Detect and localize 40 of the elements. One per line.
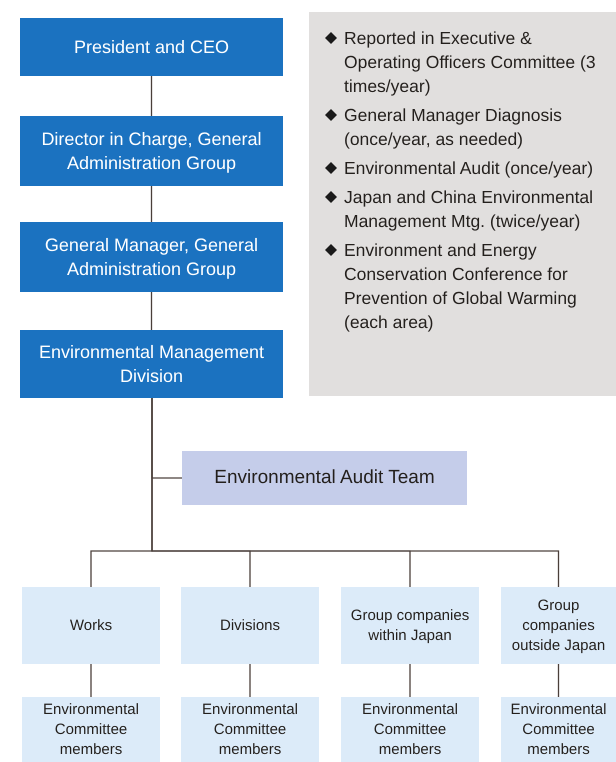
note-text: Environment and Energy Conservation Conference for Prevention of Global Warming (each area): [344, 239, 578, 334]
org-box: [22, 587, 160, 664]
connector-line: [150, 76, 152, 116]
org-box: [182, 451, 467, 505]
unit-name: Divisions: [220, 616, 280, 636]
unit-name: Environmental Audit Team: [214, 467, 435, 489]
unit-name: Director in Charge, General Administration Group: [40, 128, 263, 175]
unit-name: Environmental Committee members: [42, 700, 140, 760]
org-box: [181, 587, 319, 664]
unit-name: Works: [70, 616, 112, 636]
unit-name: President and CEO: [74, 36, 230, 59]
org-box: [20, 18, 283, 76]
notes-panel: [309, 12, 616, 396]
connector-line: [558, 664, 560, 697]
unit-name: Group companies outside Japan: [510, 596, 606, 656]
org-box: [20, 222, 283, 292]
connector-line: [409, 664, 411, 697]
connector-line: [150, 292, 152, 330]
unit-name: Environmental Committee members: [201, 700, 299, 760]
connector-line: [151, 398, 560, 587]
note-text: Reported in Executive & Operating Officers Committee (3 times/year): [344, 27, 597, 98]
org-box: [501, 697, 616, 762]
note-text: General Manager Diagnosis (once/year, as needed): [344, 104, 563, 151]
unit-name: Environmental Management Division: [38, 341, 266, 388]
unit-name: Environmental Committee members: [510, 700, 608, 760]
note-text: Environmental Audit (once/year): [344, 157, 594, 180]
unit-name: General Manager, General Administration Group: [44, 234, 260, 281]
org-box: [341, 697, 479, 762]
connector-line: [150, 186, 152, 222]
unit-name: Group companies within Japan: [350, 606, 470, 646]
unit-name: Environmental Committee members: [361, 700, 459, 760]
connector-line: [90, 664, 92, 697]
org-box: [341, 587, 479, 664]
org-box: [181, 697, 319, 762]
org-box: [20, 330, 283, 398]
org-box: [501, 587, 616, 664]
connector-line: [249, 664, 251, 697]
org-box: [22, 697, 160, 762]
note-text: Japan and China Environmental Management Mtg. (twice/year): [344, 186, 594, 233]
org-box: [20, 116, 283, 186]
